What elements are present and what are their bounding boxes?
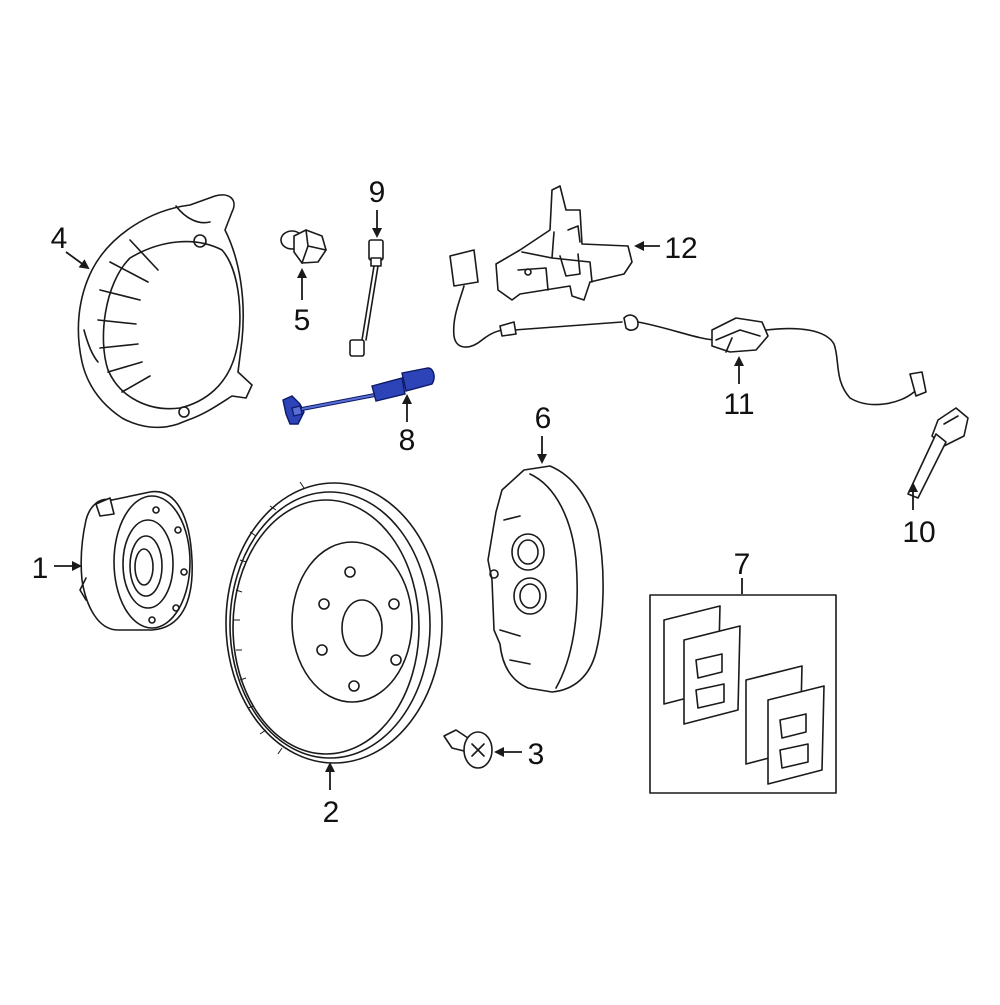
wheel-hub-part-1[interactable] (79, 490, 193, 631)
wiring-harness-part-11[interactable] (449, 249, 927, 406)
speed-sensor-part-10[interactable] (907, 407, 969, 499)
callout-8: 8 (399, 424, 416, 457)
callout-5: 5 (294, 304, 311, 337)
wear-sensor-part-8-highlighted[interactable] (282, 367, 435, 425)
callout-12: 12 (664, 232, 697, 265)
screw-part-3[interactable] (443, 729, 493, 769)
pads-box (649, 594, 837, 794)
dust-shield-part[interactable] (77, 194, 253, 429)
callout-6: 6 (535, 402, 552, 435)
callout-4: 4 (51, 222, 68, 255)
callout-10: 10 (902, 516, 935, 549)
callout-3: 3 (528, 738, 545, 771)
callout-1: 1 (32, 552, 49, 585)
callout-9: 9 (369, 176, 386, 209)
wear-sensor-part-9[interactable] (349, 239, 384, 357)
brake-rotor-part-2[interactable] (225, 481, 443, 764)
brake-pads-part-7[interactable] (649, 594, 837, 794)
leader-line-4 (65, 251, 90, 270)
caliper-part-6[interactable] (487, 465, 604, 693)
callout-2: 2 (323, 796, 340, 829)
callout-7: 7 (734, 548, 751, 581)
bracket-part-12[interactable] (495, 185, 633, 301)
callout-11: 11 (723, 388, 754, 421)
bolt-part-5[interactable] (280, 229, 327, 264)
